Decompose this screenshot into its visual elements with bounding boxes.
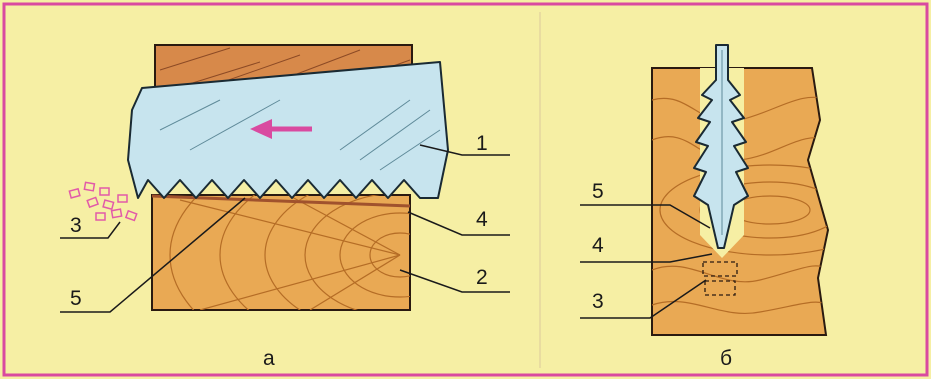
- label-a-3: 3: [70, 214, 82, 237]
- label-a-2: 2: [476, 266, 488, 289]
- label-b-4: 4: [592, 234, 604, 257]
- workpiece-block: [151, 194, 411, 311]
- label-a-1: 1: [476, 132, 488, 155]
- chips-b: [702, 261, 738, 296]
- label-b-5: 5: [592, 180, 604, 203]
- leader-lines-b: [580, 204, 713, 319]
- panel-a: 1 4 2 3 5 а: [60, 44, 510, 370]
- blade-section: [693, 44, 749, 249]
- label-a-5: 5: [70, 287, 82, 310]
- chips: [68, 181, 138, 222]
- caption-a: а: [263, 347, 275, 370]
- label-b-3: 3: [592, 290, 604, 313]
- caption-b: б: [720, 347, 732, 370]
- label-a-4: 4: [476, 208, 488, 231]
- panel-b: 5 4 3 б: [580, 44, 830, 370]
- leader-lines-a: [60, 144, 510, 313]
- frame: [2, 2, 929, 377]
- motion-arrow: [250, 119, 312, 139]
